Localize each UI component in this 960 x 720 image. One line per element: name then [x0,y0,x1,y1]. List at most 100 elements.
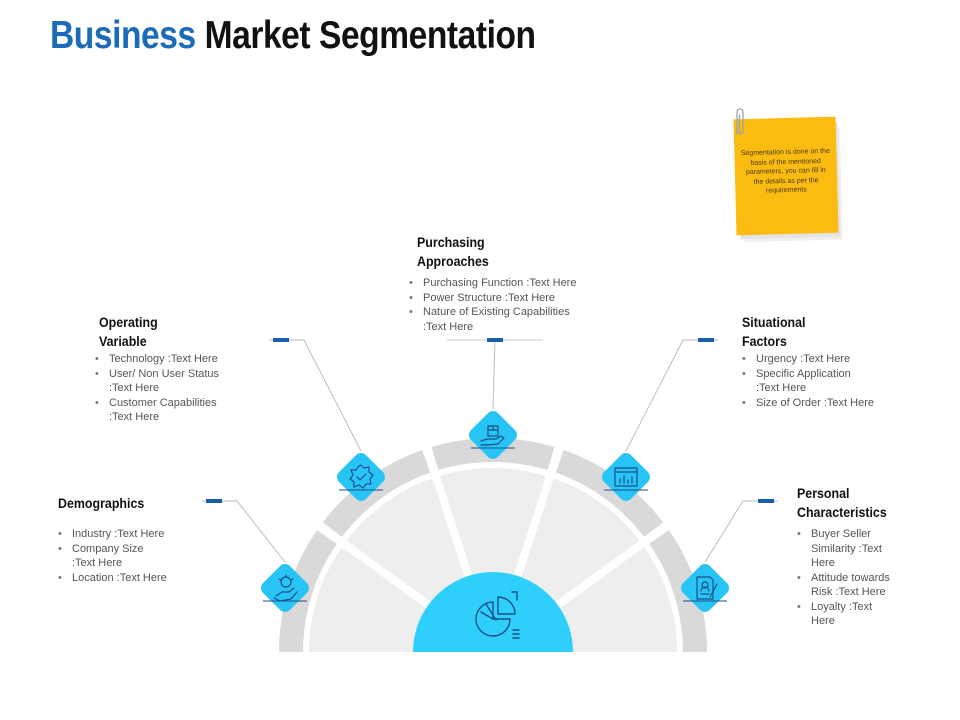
bullet-line: :Text Here [109,382,160,394]
bullet-line: Attitude towards [811,571,890,584]
bullet-line: Company Size [72,542,144,555]
connector-line [704,500,778,563]
title-accent: Business [50,14,196,57]
connector-line [625,339,718,452]
segment-icon-tiles [261,411,729,612]
bullet-line: Loyalty :Text [811,600,873,613]
bullet-line: :Text Here [109,411,160,423]
bullet-line: Risk :Text Here [811,586,886,598]
bullet-line: Location :Text Here [72,571,167,584]
profile-document-icon [696,576,718,600]
bullet-line: Size of Order :Text Here [756,396,874,409]
paperclip-icon [736,108,744,135]
sector-divider [553,521,671,610]
icon-tile-diamond [337,453,385,501]
connector-marker [487,338,503,342]
title-rest: Market Segmentation [204,14,536,57]
bullet-line: Here [811,557,835,569]
icon-tile-diamond [602,453,650,501]
bullet-item: Company Size :Text Here [58,542,167,571]
sticky-note: Segmentation is done on the basis of the… [733,116,839,236]
connector-line [269,339,362,452]
heading-line: Demographics [58,496,145,511]
operating-variable-bullet-list: Technology :Text HereUser/ Non User Stat… [95,352,219,425]
page-title: Business Market Segmentation [50,14,536,58]
connector-line [202,500,286,563]
heading-line: Purchasing [417,235,485,250]
bullet-line: Technology :Text Here [109,353,218,365]
gear-hand-icon [273,574,298,602]
bullet-item: Location :Text Here [58,571,167,586]
sector-divider [513,445,564,580]
heading-line: Characteristics [797,505,887,520]
bullet-line: Specific Application [756,367,851,380]
demographics-tile [261,564,309,612]
heading-line: Operating [99,315,158,330]
ring-inner-sector [309,547,429,652]
bullet-item: Purchasing Function :Text Here [409,276,576,291]
sector-divider [422,445,473,580]
heading-line: Factors [742,334,787,349]
heading-line: Variable [99,334,147,349]
bullet-line: Buyer Seller [811,528,871,540]
ring-inner-sector [518,478,640,605]
bullet-line: User/ Non User Status [109,367,220,380]
browser-chart-icon [614,467,638,487]
bullet-item: Customer Capabilities :Text Here [95,396,219,425]
pie-chart-icon [475,591,520,639]
connector-marker [273,338,289,342]
heading-line: Situational [742,315,806,330]
bullet-item: Nature of Existing Capabilities :Text Her… [409,305,576,334]
bullet-line: :Text Here [423,320,474,333]
heading-line: Personal [797,486,850,501]
bullet-item: Urgency :Text Here [742,352,874,367]
bullet-line: :Text Here [72,557,123,569]
personal-characteristics-tile [681,564,729,612]
bullet-item: Specific Application:Text Here [742,367,874,396]
ring-inner-sector [346,478,468,605]
bullet-item: Technology :Text Here [95,352,219,367]
connector-marker [698,338,714,342]
operating-variable-tile [337,453,385,501]
ring-inner-sector [440,467,546,578]
bullet-line: Purchasing Function :Text Here [423,277,577,289]
connector-lines [202,338,778,563]
purchasing-approaches-bullet-list: Purchasing Function :Text HerePower Stru… [409,276,576,334]
connector-line [492,339,507,410]
sector-divider [315,521,433,610]
bullet-item: Size of Order :Text Here [742,396,874,411]
connector-marker [758,499,774,503]
hand-box-icon [480,425,505,446]
bullet-line: Customer Capabilities [109,396,217,409]
bullet-line: Similarity :Text [811,542,882,555]
ring-outer-sector [649,530,707,652]
purchasing-approaches-tile [469,411,517,459]
ring-inner-sector [557,547,677,652]
bullet-line: Urgency :Text Here [756,353,851,365]
gear-check-icon [349,464,374,489]
semicircle-ring [279,438,707,652]
icon-tile-diamond [261,564,309,612]
situational-factors-bullet-list: Urgency :Text HereSpecific Application:T… [742,352,874,410]
icon-tile-diamond [469,411,517,459]
bullet-item: User/ Non User Status :Text Here [95,367,219,396]
bullet-line: Industry :Text Here [72,528,165,540]
bullet-line: Here [811,615,835,627]
situational-factors-tile [602,453,650,501]
ring-outer-sector [322,450,431,537]
sticky-note-text: Segmentation is done on the basis of the… [740,147,831,195]
demographics-bullet-list: Industry :Text HereCompany Size :Text Her… [58,527,167,585]
bullet-line: Power Structure :Text Here [423,291,556,304]
center-hub [413,572,573,652]
bullet-line: Nature of Existing Capabilities [423,306,570,318]
heading-line: Approaches [417,254,489,269]
